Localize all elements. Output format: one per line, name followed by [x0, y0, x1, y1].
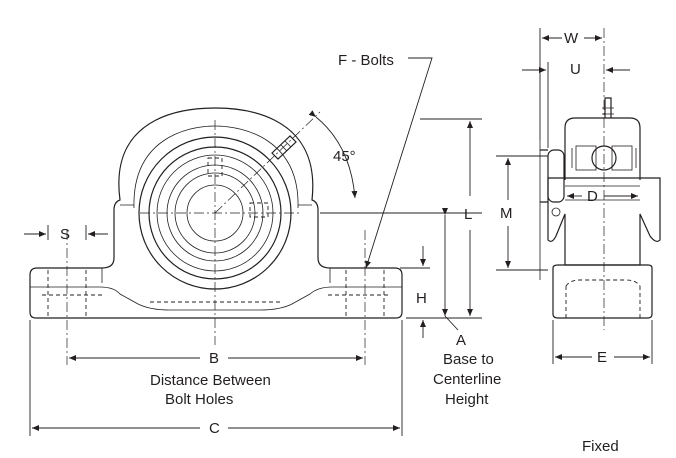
grease-fitting [271, 135, 297, 160]
u-label: U [570, 61, 581, 78]
base-label-line2: Centerline [433, 371, 501, 388]
s-label: S [60, 226, 70, 243]
l-dimension: L [320, 118, 482, 319]
m-label: M [500, 205, 513, 222]
housing-outline [29, 107, 403, 319]
u-dimension: U [522, 61, 630, 148]
side-cap [564, 117, 641, 180]
d-label: D [587, 188, 598, 205]
s-dimension: S [24, 225, 108, 243]
front-view [29, 107, 403, 365]
c-label: C [209, 420, 220, 437]
housing-inner-outline [133, 125, 299, 209]
angle-label: 45° [333, 148, 356, 165]
b-desc-line2: Bolt Holes [165, 391, 233, 408]
a-label: A [456, 332, 466, 349]
fixed-caption: Fixed [582, 438, 619, 455]
base-label-line1: Base to [443, 351, 494, 368]
f-bolts-callout: F - Bolts [338, 52, 433, 269]
e-dimension: E [552, 320, 653, 366]
b-desc-line1: Distance Between [150, 372, 271, 389]
b-label: B [209, 350, 219, 367]
e-label: E [597, 349, 607, 366]
angle-annotation: 45° [308, 110, 358, 199]
d-dimension: D [567, 188, 638, 205]
base-label-line3: Height [445, 391, 489, 408]
h-label: H [416, 290, 427, 307]
l-label: L [464, 206, 472, 223]
c-dimension: C [29, 320, 403, 437]
w-dimension: W [539, 28, 602, 140]
side-view [539, 28, 661, 330]
b-dimension: B Distance Between Bolt Holes [69, 350, 363, 408]
h-dimension: H [400, 246, 430, 338]
side-base [552, 264, 653, 319]
w-label: W [564, 30, 579, 47]
a-dimension: A Base to Centerline Height [433, 208, 501, 408]
f-bolts-label: F - Bolts [338, 52, 394, 69]
m-dimension: M [496, 155, 548, 271]
